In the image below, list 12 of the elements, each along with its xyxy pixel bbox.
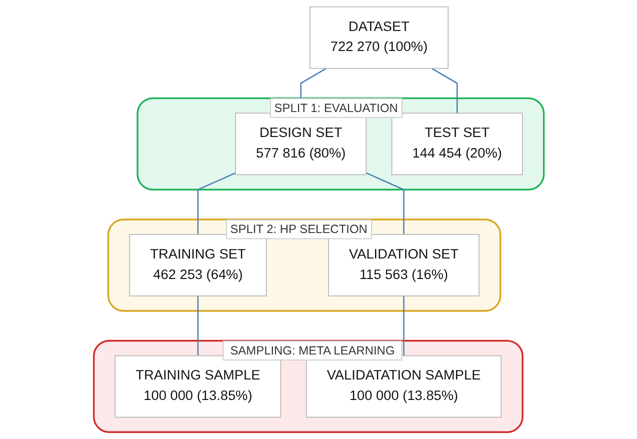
connector	[196, 172, 236, 234]
node-box: TRAINING SAMPLE 100 000 (13.85%)	[114, 355, 281, 418]
connector	[366, 172, 404, 234]
node-box: VALIDATION SET 115 563 (16%)	[328, 234, 480, 296]
node-box: TRAINING SET 462 253 (64%)	[128, 234, 266, 296]
node-box: DATASET 722 270 (100%)	[309, 6, 448, 69]
connector	[196, 296, 198, 356]
node-box: DESIGN SET 577 816 (80%)	[234, 112, 366, 176]
node-box: TEST SET 144 454 (20%)	[391, 112, 523, 176]
connector	[402, 296, 404, 356]
node-box: VALIDATATION SAMPLE 100 000 (13.85%)	[306, 355, 502, 418]
connector	[430, 68, 458, 114]
